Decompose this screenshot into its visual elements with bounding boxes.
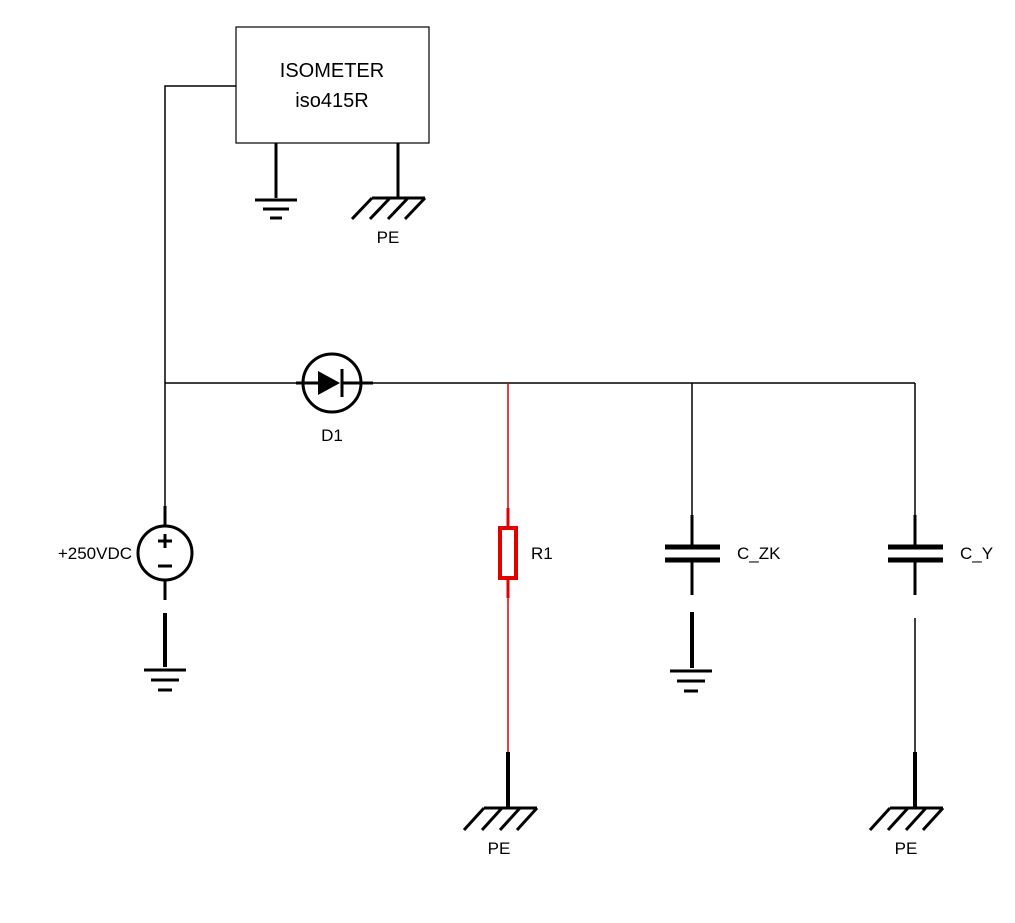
isometer-sense-wire [164,85,236,383]
pe-label-isometer: PE [377,228,400,247]
isometer-block: ISOMETER iso415R [235,26,430,144]
diode-d1 [296,352,373,414]
czk-label: C_ZK [737,544,781,563]
isometer-title: ISOMETER [280,60,384,82]
dc-voltage-source [136,524,194,582]
resistor-r1 [498,526,518,580]
capacitor-cy [888,544,943,563]
ground-symbol-source [144,668,186,692]
pe-label-cy: PE [895,839,918,858]
resistor-label: R1 [531,544,553,563]
ground-symbol-czk [670,669,712,693]
cy-label: C_Y [960,544,993,563]
pe-symbol-isometer [350,196,427,221]
capacitor-czk [665,544,720,563]
source-label: +250VDC [58,544,132,563]
pe-symbol-cy [868,806,945,832]
isometer-model: iso415R [295,90,368,112]
pe-label-resistor: PE [488,839,511,858]
ground-symbol-isometer [255,198,297,220]
pe-symbol-resistor [462,806,539,832]
diode-label: D1 [321,426,343,445]
